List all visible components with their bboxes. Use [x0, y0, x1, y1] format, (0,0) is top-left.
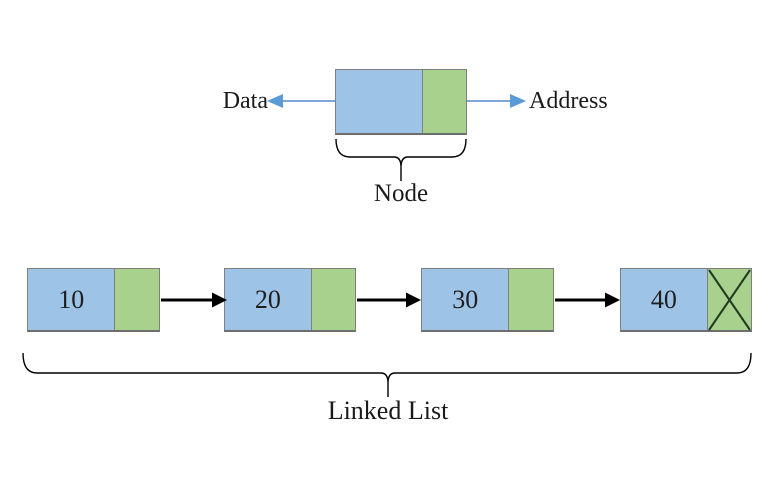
- right-arrow-icon: [467, 94, 526, 108]
- list-node-4-value: 40: [621, 269, 707, 330]
- node-structure-box: [335, 69, 467, 135]
- linked-list-brace-label: Linked List: [327, 396, 449, 425]
- left-arrow-icon: [267, 94, 335, 108]
- linked-list-underbrace: [22, 352, 752, 397]
- data-label: Data: [222, 88, 268, 114]
- pointer-arrow-1: [161, 292, 227, 308]
- list-node-4-pointer-cell: [706, 269, 751, 330]
- list-node-1-pointer-cell: [114, 269, 159, 330]
- pointer-arrow-3: [555, 292, 620, 308]
- node-underbrace: [335, 138, 467, 181]
- list-node-2-pointer-cell: [310, 269, 355, 330]
- pointer-arrow-2: [357, 292, 421, 308]
- list-node-3-value: 30: [422, 269, 509, 330]
- list-node-3-pointer-cell: [508, 269, 553, 330]
- list-node-4: 40: [620, 268, 752, 332]
- node-address-cell: [421, 70, 466, 133]
- list-node-1-value: 10: [28, 269, 115, 330]
- list-node-2: 20: [224, 268, 356, 332]
- list-node-2-value: 20: [225, 269, 311, 330]
- node-brace-label: Node: [373, 180, 429, 207]
- list-node-3: 30: [421, 268, 554, 332]
- list-node-1: 10: [27, 268, 160, 332]
- address-label: Address: [529, 88, 608, 114]
- node-data-cell: [336, 70, 422, 133]
